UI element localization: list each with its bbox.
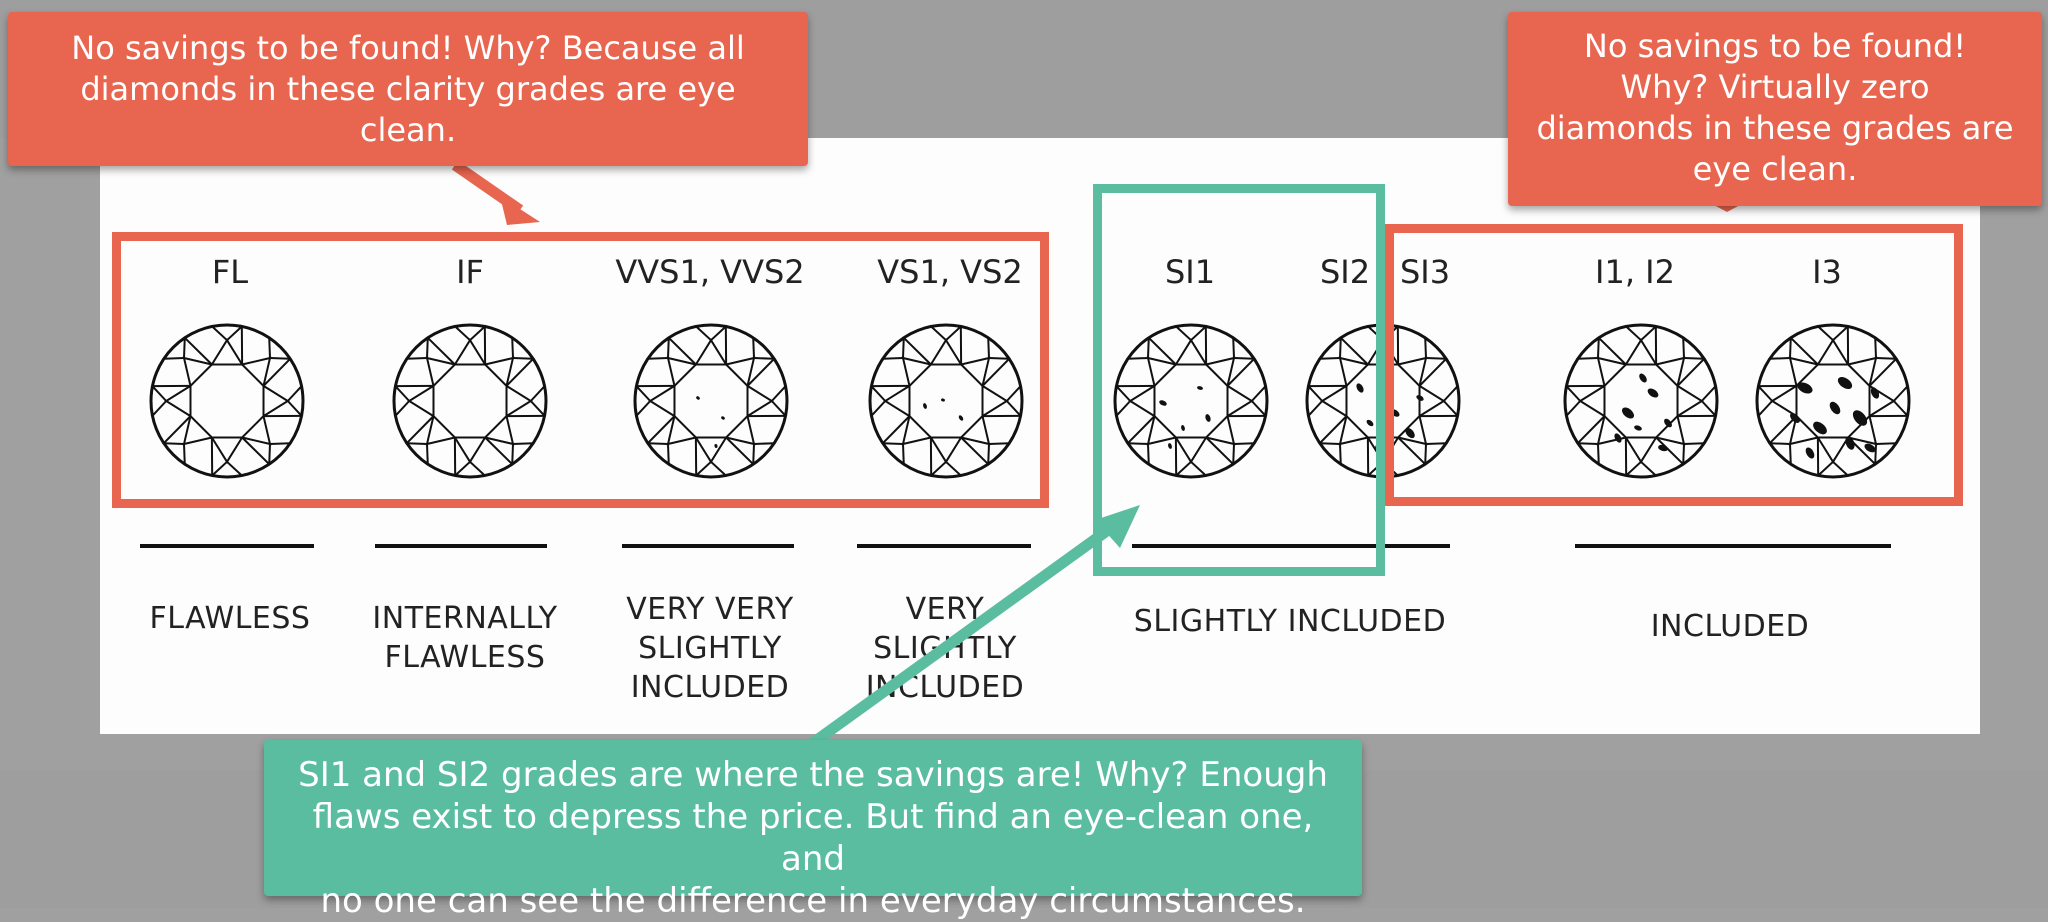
rule-included	[1575, 544, 1891, 548]
callout-line: no one can see the difference in everyda…	[286, 880, 1340, 922]
desc-flawless: FLAWLESS	[130, 599, 330, 638]
callout-no-savings-low-grades: No savings to be found! Why? Virtually z…	[1508, 12, 2042, 206]
desc-slightly-included: SLIGHTLY INCLUDED	[1110, 602, 1470, 641]
desc-vvs: VERY VERY SLIGHTLY INCLUDED	[610, 590, 810, 707]
callout-no-savings-high-grades: No savings to be found! Why? Because all…	[8, 12, 808, 166]
rule-flawless	[140, 544, 314, 548]
desc-line: SLIGHTLY	[845, 629, 1045, 668]
desc-line: SLIGHTLY	[610, 629, 810, 668]
desc-internally-flawless: INTERNALLY FLAWLESS	[360, 599, 570, 677]
callout-line: clean.	[30, 110, 786, 151]
callout-line: eye clean.	[1530, 149, 2020, 190]
desc-line: SLIGHTLY INCLUDED	[1110, 602, 1470, 641]
desc-line: FLAWLESS	[130, 599, 330, 638]
desc-line: VERY VERY	[610, 590, 810, 629]
callout-si-savings: SI1 and SI2 grades are where the savings…	[264, 740, 1362, 896]
rule-internally-flawless	[375, 544, 547, 548]
desc-included: INCLUDED	[1630, 607, 1830, 646]
callout-line: SI1 and SI2 grades are where the savings…	[286, 754, 1340, 796]
callout-line: No savings to be found! Why? Because all	[30, 28, 786, 69]
desc-line: INCLUDED	[1630, 607, 1830, 646]
callout-line: No savings to be found!	[1530, 26, 2020, 67]
highlight-frame-savings	[1093, 184, 1385, 576]
highlight-frame-no-savings-high	[112, 232, 1049, 508]
desc-line: FLAWLESS	[360, 638, 570, 677]
desc-line: VERY	[845, 590, 1045, 629]
desc-vs: VERY SLIGHTLY INCLUDED	[845, 590, 1045, 707]
callout-line: diamonds in these grades are	[1530, 108, 2020, 149]
desc-line: INTERNALLY	[360, 599, 570, 638]
desc-line: INCLUDED	[610, 668, 810, 707]
callout-line: diamonds in these clarity grades are eye	[30, 69, 786, 110]
rule-vs	[857, 544, 1031, 548]
callout-line: Why? Virtually zero	[1530, 67, 2020, 108]
highlight-frame-no-savings-low	[1385, 224, 1963, 506]
rule-vvs	[622, 544, 794, 548]
callout-line: flaws exist to depress the price. But fi…	[286, 796, 1340, 880]
desc-line: INCLUDED	[845, 668, 1045, 707]
